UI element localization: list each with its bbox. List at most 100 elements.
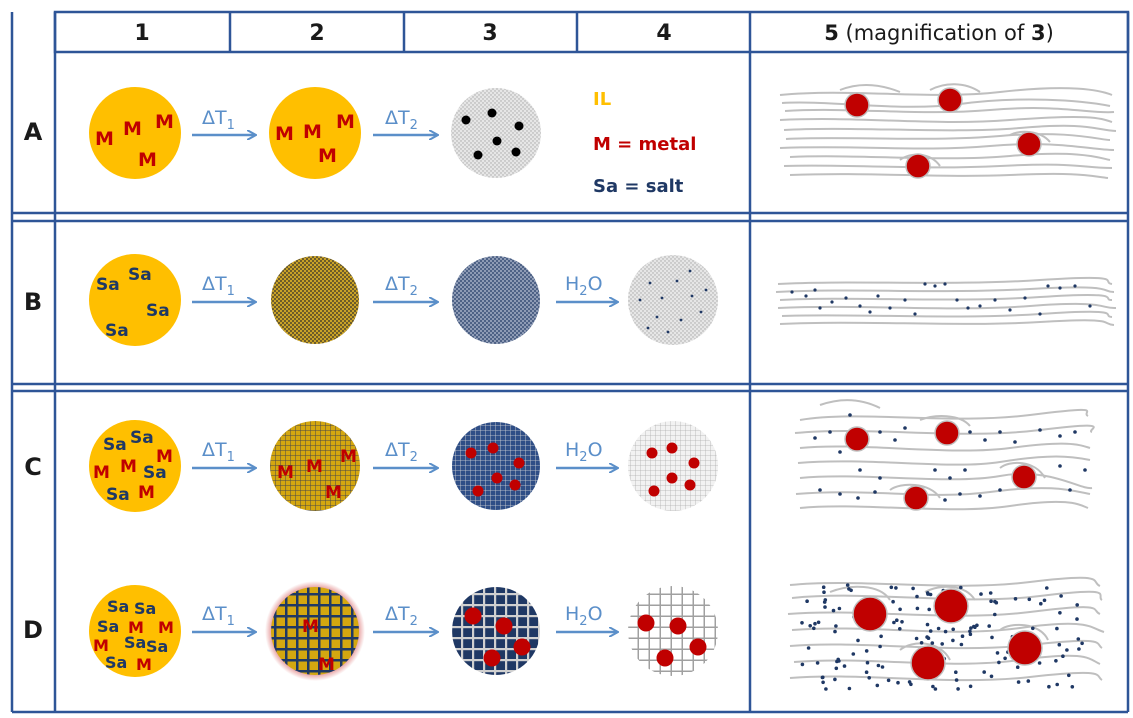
- svg-text:M: M: [123, 118, 142, 140]
- pore-dot: [993, 612, 997, 617]
- label-dt2-d: ΔT2: [385, 603, 418, 629]
- header-col-4: 4: [656, 21, 671, 46]
- pore-dot: [926, 592, 930, 596]
- pore-dot: [847, 587, 851, 591]
- svg-text:M: M: [302, 617, 319, 637]
- pore-dot: [856, 638, 860, 643]
- pore-dot: [925, 635, 929, 639]
- pore-dot: [813, 621, 817, 626]
- legend-salt: Sa = salt: [593, 176, 684, 197]
- pore-dot: [968, 684, 973, 689]
- pore-dot: [878, 644, 882, 649]
- label-dt2-c: ΔT2: [385, 439, 418, 465]
- svg-text:Sa: Sa: [146, 301, 170, 321]
- pore-dot: [879, 634, 883, 639]
- pore-dot: [831, 608, 836, 613]
- pore-dot: [1027, 597, 1032, 602]
- pore-dot: [1057, 642, 1062, 647]
- row-label-b: B: [24, 288, 42, 316]
- pore-dot: [815, 661, 820, 665]
- pore-dot: [837, 606, 842, 611]
- label-h2o-d: H2O: [565, 603, 603, 629]
- il-droplet-b1: [89, 254, 181, 346]
- pore-dot: [800, 662, 805, 667]
- pore-dot: [979, 592, 983, 596]
- pore-dot: [1037, 661, 1042, 665]
- pore-dot: [1075, 617, 1079, 621]
- svg-text:Sa: Sa: [130, 428, 154, 448]
- pore-dot: [864, 670, 869, 674]
- pore-dot: [1015, 665, 1020, 669]
- pore-dot: [989, 599, 993, 603]
- header-col-5-num: 5: [824, 21, 839, 45]
- pore-dot: [968, 632, 973, 637]
- pore-dot: [886, 678, 891, 683]
- doped-particle-b2: [271, 256, 359, 344]
- pore-dot: [1016, 680, 1021, 684]
- pore-dot: [875, 683, 880, 688]
- pore-dot: [956, 687, 960, 691]
- nanoparticles-d4: [637, 614, 707, 667]
- nanoparticles-c4: [646, 442, 700, 497]
- pore-dot: [1061, 654, 1065, 658]
- header-col-5-close: ): [1046, 21, 1054, 45]
- pore-dot: [915, 606, 920, 611]
- svg-text:M: M: [138, 149, 157, 171]
- pore-dot: [951, 638, 955, 643]
- row-label-c: C: [24, 453, 42, 481]
- pore-dot: [892, 620, 896, 625]
- metal-labels-a1: M M M M: [95, 111, 174, 171]
- svg-text:M: M: [158, 618, 174, 637]
- svg-text:M: M: [318, 145, 337, 167]
- pore-dot: [820, 675, 825, 680]
- pore-dot: [800, 621, 804, 625]
- svg-text:Sa: Sa: [103, 435, 127, 455]
- pore-dot: [821, 585, 826, 589]
- svg-text:Sa: Sa: [128, 265, 152, 285]
- pore-dot: [816, 620, 821, 625]
- pore-dot: [806, 646, 811, 650]
- pore-dot: [867, 676, 871, 680]
- pore-dot: [842, 664, 847, 668]
- pore-dot: [928, 629, 933, 633]
- svg-text:Sa: Sa: [96, 275, 120, 295]
- pores-d5: [800, 583, 1084, 691]
- pore-dot: [1031, 626, 1035, 631]
- pore-dot: [1080, 641, 1084, 646]
- particles-a5: [844, 87, 1042, 179]
- header-col-5-ref: 3: [1031, 21, 1046, 45]
- magnification-b: [775, 276, 1117, 326]
- pore-dot: [833, 677, 837, 682]
- legend-metal: M = metal: [593, 134, 696, 155]
- svg-text:Sa: Sa: [105, 653, 127, 672]
- svg-text:M: M: [340, 447, 357, 467]
- svg-text:M: M: [155, 111, 174, 133]
- legend-il: IL: [593, 89, 611, 110]
- pore-dot: [894, 586, 898, 590]
- pore-dot: [989, 674, 994, 679]
- header-col-5-text: (magnification of: [839, 21, 1031, 45]
- pore-dot: [954, 670, 958, 674]
- pore-dot: [1054, 659, 1058, 663]
- header-col-2: 2: [309, 21, 324, 46]
- pore-dot: [864, 649, 869, 653]
- pore-dot: [994, 600, 999, 605]
- pore-dot: [898, 627, 902, 631]
- pore-dot: [995, 651, 1000, 655]
- pores-b4: [638, 269, 708, 334]
- nanoparticles-a3: [461, 108, 524, 160]
- pore-dot: [990, 635, 994, 640]
- svg-text:Sa: Sa: [107, 597, 129, 616]
- il-droplet-a1: [89, 87, 181, 179]
- svg-text:Sa: Sa: [146, 637, 168, 656]
- pore-dot: [954, 678, 959, 682]
- pore-dot: [822, 590, 826, 594]
- pore-dot: [1045, 586, 1049, 590]
- pore-dot: [1059, 594, 1063, 598]
- pore-dot: [823, 598, 828, 602]
- pore-dot: [836, 657, 840, 662]
- metal-labels-c2: M M M M: [277, 447, 357, 503]
- pore-dot: [931, 684, 935, 689]
- particles-c5: [844, 420, 1037, 511]
- pore-dot: [895, 618, 899, 622]
